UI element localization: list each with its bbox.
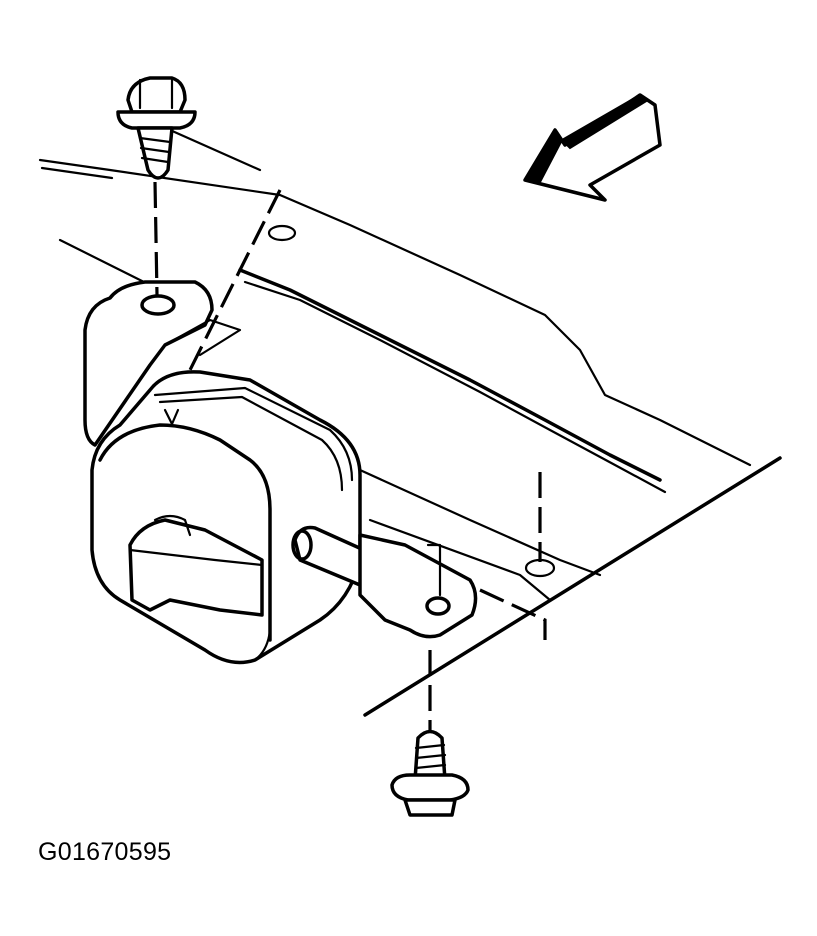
upper-bracket [83, 224, 297, 447]
module-housing [90, 370, 362, 665]
lower-bracket [291, 525, 556, 639]
figure-code: G01670595 [38, 838, 172, 866]
direction-arrow-icon [523, 93, 662, 202]
upper-bolt [116, 76, 197, 180]
alignment-lines [153, 181, 547, 745]
frame-rail [38, 128, 782, 717]
electrical-connector [128, 514, 264, 617]
lower-bolt [390, 729, 470, 817]
